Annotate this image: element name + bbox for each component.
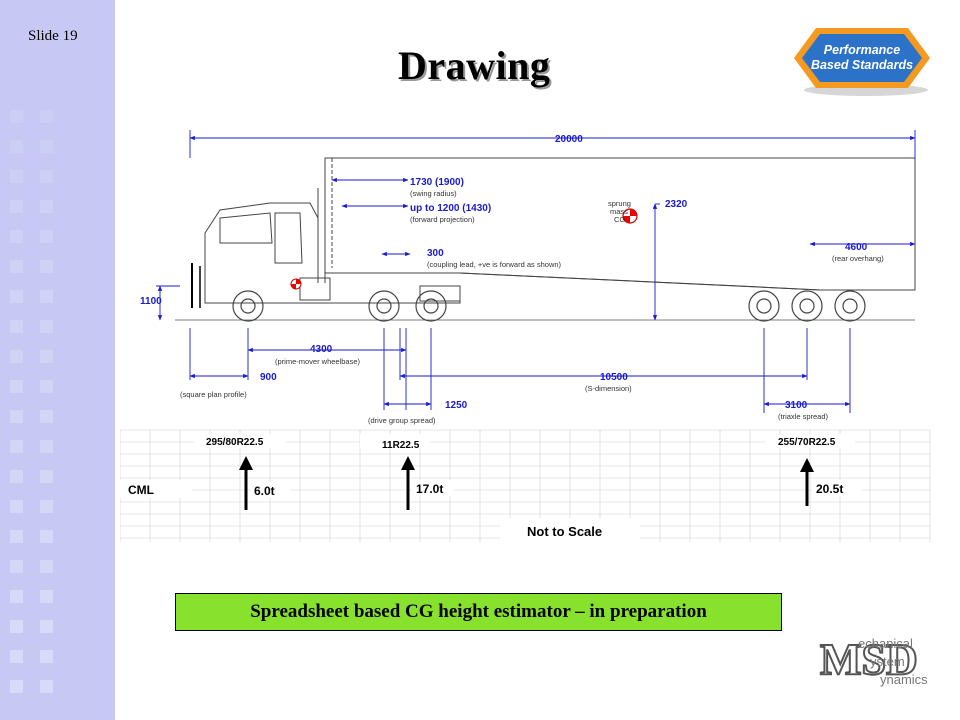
load-drive: 17.0t [416,482,443,496]
sidebar-square [40,560,53,573]
status-note-box: Spreadsheet based CG height estimator – … [175,593,782,631]
dim-front-overhang: 900 [260,372,277,383]
dim-coupling-lead-label: (coupling lead, +ve is forward as shown) [427,260,562,269]
dim-wheelbase-label: (prime-mover wheelbase) [275,357,361,366]
sidebar-square [40,260,53,273]
dim-triaxle-spread: 3100 [785,400,808,411]
sidebar-square [10,110,23,123]
load-arrows [239,456,814,510]
dim-overall-length: 20000 [555,134,583,145]
dim-s-dimension: 10500 [600,372,628,383]
sidebar-square [40,440,53,453]
sidebar-square [10,140,23,153]
pbs-logo-line2: Based Standards [811,58,913,72]
dim-square-plan-label: (square plan profile) [180,390,247,399]
pbs-logo: Performance Based Standards [794,28,930,96]
slide-number: Slide 19 [28,28,78,44]
sidebar-square [40,650,53,663]
sidebar-square [10,470,23,483]
sidebar-square [40,230,53,243]
sidebar-square [10,230,23,243]
sidebar-square [40,290,53,303]
status-note-text: Spreadsheet based CG height estimator – … [250,601,707,622]
tyre-trailer: 255/70R22.5 [778,437,836,448]
dim-coupling-height: 1100 [140,296,162,307]
dim-s-dimension-label: (S-dimension) [585,384,632,393]
cg-marker-trailer [622,208,638,224]
dim-rear-overhang: 4600 [845,242,868,253]
sidebar-square [40,590,53,603]
sidebar-square [40,110,53,123]
dim-rear-overhang-label: (rear overhang) [832,254,884,263]
sidebar-square [10,290,23,303]
cg-label-1: sprung [608,199,631,208]
slide-title: Drawing [398,43,551,88]
sidebar-square [40,470,53,483]
dim-triaxle-label: (triaxle spread) [778,412,829,421]
cg-label-3: CG [614,215,625,224]
sidebar-square [40,530,53,543]
sidebar-square [10,440,23,453]
sidebar-square [10,680,23,693]
msd-logo: MSD echanical ystem ynamics [819,634,928,687]
cg-label-2: mass [610,207,628,216]
sidebar-square [40,200,53,213]
sidebar-square [10,200,23,213]
sidebar-square [10,410,23,423]
sidebar-square [10,380,23,393]
sidebar-square [10,650,23,663]
sidebar-decoration [0,0,115,720]
load-trailer: 20.5t [816,482,843,496]
sidebar-square [10,350,23,363]
prime-mover [191,178,461,308]
dim-wheelbase: 4300 [310,344,333,355]
sidebar-square [10,620,23,633]
sidebar-square [40,140,53,153]
sidebar-square [40,500,53,513]
dim-coupling-lead: 300 [427,248,444,259]
load-steer: 6.0t [254,484,275,498]
sidebar-square [40,620,53,633]
cml-label: CML [128,483,154,497]
dim-forward-projection-label: (forward projection) [410,215,475,224]
dim-drive-group-label: (drive group spread) [368,416,436,425]
msd-logo-line3: ynamics [880,672,928,687]
sidebar-square [40,320,53,333]
dim-swing-radius: 1730 (1900) [410,177,464,188]
sidebar-square [10,560,23,573]
truck-dimension-drawing: sprung mass CG 20000 1730 (1900) (swing … [120,130,931,544]
sidebar-square [40,350,53,363]
wheels [232,290,866,322]
dim-forward-projection: up to 1200 (1430) [410,203,491,214]
pbs-logo-line1: Performance [824,43,900,57]
msd-logo-mark: MSD [820,635,918,684]
sidebar-square [10,320,23,333]
cg-marker-prime-mover [290,278,302,290]
sidebar-square [40,680,53,693]
not-to-scale-label: Not to Scale [527,524,602,539]
dimension-lines [156,130,916,413]
tyre-drive: 11R22.5 [382,440,420,451]
tyre-steer: 295/80R22.5 [206,437,264,448]
dim-cg-height: 2320 [665,199,688,210]
msd-logo-line1: echanical [858,636,913,651]
sidebar-square [10,260,23,273]
msd-logo-line2: ystem [870,654,905,669]
sidebar-square [40,170,53,183]
sidebar-square [10,170,23,183]
sidebar-square [10,590,23,603]
dim-drive-group-spread: 1250 [445,400,468,411]
sidebar-square [10,500,23,513]
sidebar-square [10,530,23,543]
sidebar-square [40,410,53,423]
sidebar-square [40,380,53,393]
dim-swing-radius-label: (swing radius) [410,189,457,198]
